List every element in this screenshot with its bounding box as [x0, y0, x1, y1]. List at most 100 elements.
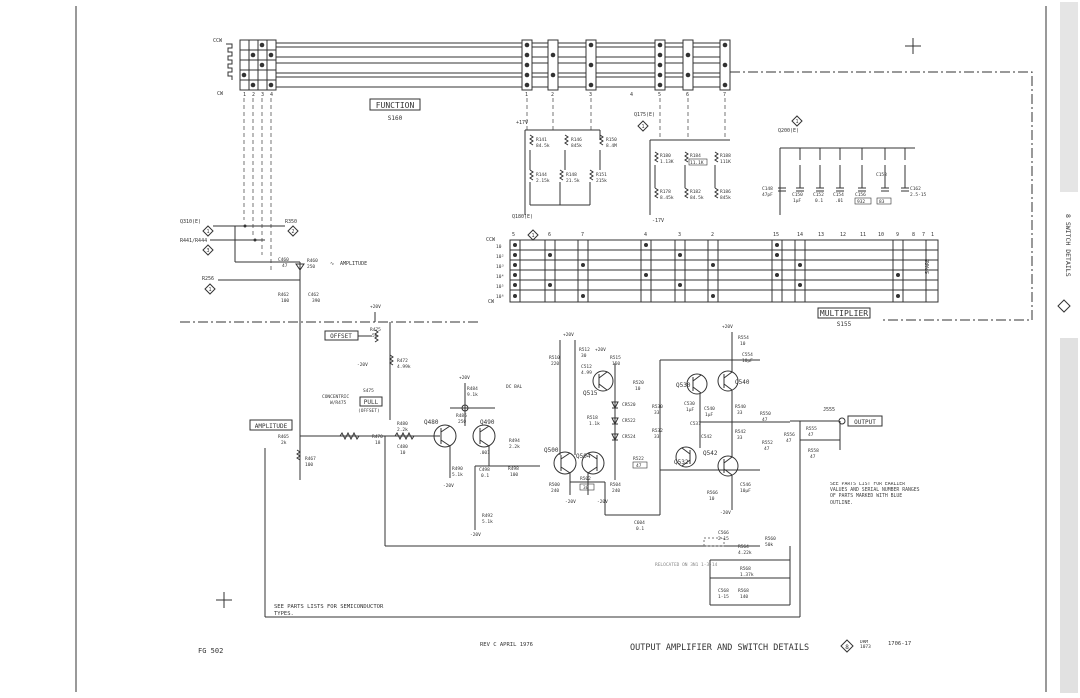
- multiplier-switch-number: S155: [837, 321, 852, 328]
- concentric-label: CONCENTRIC: [322, 394, 349, 400]
- c462-value: 390: [312, 298, 320, 304]
- w-r475-label: W/R475: [330, 400, 347, 406]
- drawing-number: 1706-17: [888, 641, 911, 647]
- r502-ref: R502: [580, 476, 591, 482]
- r558-value: 47: [810, 454, 816, 460]
- c460-ref: C460: [278, 257, 289, 263]
- r500-ref: R500: [549, 482, 560, 488]
- r510-value: 220: [551, 361, 559, 367]
- multiplier-switch: CCW CW 10 10² 10³ 10⁴ 10⁵ 10⁶: [486, 229, 939, 328]
- cr524-ref: CR524: [622, 434, 636, 440]
- fn-upos-6: 6: [686, 92, 689, 98]
- resistor-ladder-q175: Q175(E) 1 R180 1.13K R184 11.1K R188 111…: [634, 112, 731, 224]
- q530-ref: Q530: [676, 382, 691, 389]
- r550-value: 47: [762, 417, 768, 423]
- pull-box: [359, 396, 383, 407]
- c152-ref: C152: [813, 192, 824, 198]
- mult-col-1: 1: [931, 232, 934, 238]
- output-amplifier: Q480 Q490 +20V R486 250 R484 9.1k DC BAL…: [384, 324, 883, 617]
- r552-value: 47: [764, 446, 770, 452]
- c154-value: .01: [835, 198, 843, 204]
- r178-value: 8.45k: [660, 195, 674, 201]
- r148-value: 21.5k: [566, 178, 580, 184]
- r500-value: 240: [551, 488, 559, 494]
- r150-value: 8.4M: [606, 143, 617, 149]
- v20p-q515b: +20V: [595, 347, 606, 353]
- r550-ref: R550: [760, 411, 771, 417]
- r498-ref: R498: [508, 466, 519, 472]
- q542-ref: Q542: [703, 450, 718, 457]
- mult-row-6: 10⁶: [496, 294, 504, 300]
- amplitude-knob-arrow: ∿: [330, 261, 334, 267]
- mult-col-15: 15: [773, 232, 779, 238]
- resistor-ladder-function: +17V R141 84.5k R146 845k R150 8.4M R144…: [512, 120, 617, 220]
- r486-ref: R486: [456, 413, 467, 419]
- dc-bal-label: DC BAL: [506, 384, 523, 390]
- c148-ref: C148: [762, 186, 773, 192]
- r504-ref: R504: [610, 482, 621, 488]
- r555-ref: R555: [806, 426, 817, 432]
- r515-value: 150: [612, 361, 620, 367]
- c566-value: 2-15: [718, 536, 729, 542]
- r532-ref: R532: [652, 428, 663, 434]
- mult-cw-label: CW: [488, 299, 495, 305]
- r560-ref: R560: [765, 536, 776, 542]
- sheet-diamond: [840, 639, 854, 653]
- r518-ref: R518: [587, 415, 598, 421]
- mult-col-13: 13: [818, 232, 824, 238]
- mult-col-12: 12: [840, 232, 846, 238]
- c566-ref: C566: [718, 530, 729, 536]
- c546-ref: C546: [740, 482, 751, 488]
- v20n-offset: -20V: [357, 362, 368, 368]
- r555-value: 47: [808, 432, 814, 438]
- model-label: FG 502: [198, 647, 223, 655]
- c152-value: 0.1: [815, 198, 823, 204]
- mult-col-7b: 7: [922, 232, 925, 238]
- amplitude-section: Q310(E) 1 R441/R444 3 R350 2 R256 1 C460…: [180, 219, 800, 618]
- r480-ref: R480: [397, 421, 408, 427]
- c540-value: 1μF: [705, 412, 713, 418]
- v17p-label: +17V: [516, 120, 528, 126]
- r141-value: 84.5k: [536, 143, 550, 149]
- r144-ref: R144: [536, 172, 547, 178]
- r568b-value: 140: [740, 594, 748, 600]
- r502-value: 30: [583, 485, 589, 491]
- mult-row-3: 10³: [496, 264, 504, 270]
- q180-marker: 1: [531, 233, 534, 239]
- r556-value: 47: [786, 438, 792, 444]
- r510-ref: R510: [549, 355, 560, 361]
- fn-upos-5: 5: [658, 92, 661, 98]
- r490-ref: R490: [452, 466, 463, 472]
- r530-ref: R530: [652, 404, 663, 410]
- q180-ref: Q180(E): [512, 214, 533, 220]
- r148-ref: R148: [566, 172, 577, 178]
- mult-col-11: 11: [860, 232, 866, 238]
- r180-value: 1.13K: [660, 159, 674, 165]
- r184-value: 11.1K: [690, 160, 704, 166]
- r146-ref: R146: [571, 137, 582, 143]
- r540-ref: R540: [735, 404, 746, 410]
- c604-ref: C604: [634, 520, 645, 526]
- c148-value: 47pF: [762, 192, 773, 198]
- c568-value: 1-15: [718, 594, 729, 600]
- r522-ref: R522: [633, 456, 644, 462]
- r532-value: 33: [654, 434, 660, 440]
- r462-value: 100: [281, 298, 289, 304]
- j555-ref: J555: [823, 407, 835, 413]
- fn-upos-7: 7: [723, 92, 726, 98]
- mult-row-1: 10: [496, 244, 502, 250]
- ccw-label: CCW: [213, 38, 223, 44]
- mult-col-7: 7: [581, 232, 584, 238]
- mult-row-2: 10²: [496, 254, 504, 260]
- relocated-note: RELOCATED ON 3N1 1-3-14: [655, 562, 718, 568]
- q490-ref: Q490: [480, 419, 495, 426]
- q504-ref: Q504: [576, 453, 591, 460]
- r490-value: 5.1k: [452, 472, 463, 478]
- multiplier-grid: [509, 239, 939, 303]
- fn-pos-2: 2: [252, 92, 255, 98]
- r554-value: 10: [740, 341, 746, 347]
- c542-ref: C542: [701, 434, 712, 440]
- c546-value: 10μF: [740, 488, 751, 494]
- v20p-q515a: +20V: [563, 332, 574, 338]
- offset-paren-label: (OFFSET): [358, 408, 380, 414]
